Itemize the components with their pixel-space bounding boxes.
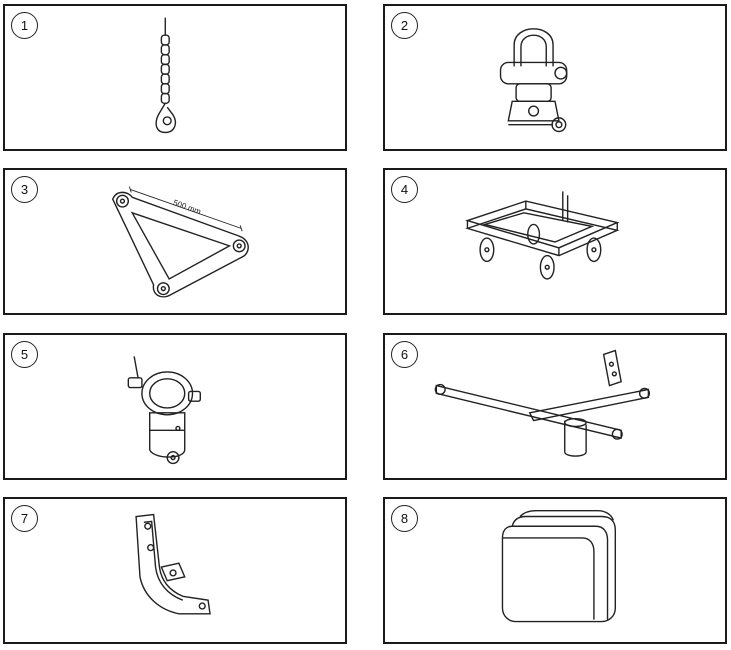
item-number-badge: 5 bbox=[11, 341, 38, 368]
item-panel-6: 6 bbox=[383, 333, 727, 480]
item-panel-8: 8 bbox=[383, 497, 727, 644]
chain-hook-icon bbox=[5, 6, 345, 149]
tripod-stand-adapter-icon bbox=[385, 335, 725, 478]
item-number-badge: 2 bbox=[391, 12, 418, 39]
rain-cover-icon bbox=[385, 499, 725, 642]
item-number-badge: 8 bbox=[391, 505, 418, 532]
item-number-badge: 4 bbox=[391, 176, 418, 203]
item-panel-7: 7 bbox=[3, 497, 347, 644]
pipe-clamp-icon bbox=[5, 335, 345, 478]
shackle-icon bbox=[385, 6, 725, 149]
item-panel-3: 3 500 mm bbox=[3, 168, 347, 315]
triangle-bracket-icon bbox=[5, 170, 345, 313]
item-number-badge: 6 bbox=[391, 341, 418, 368]
caster-dolly-icon bbox=[385, 170, 725, 313]
item-number-badge: 3 bbox=[11, 176, 38, 203]
angled-bracket-icon bbox=[5, 499, 345, 642]
item-number-badge: 7 bbox=[11, 505, 38, 532]
item-panel-1: 1 bbox=[3, 4, 347, 151]
item-panel-2: 2 bbox=[383, 4, 727, 151]
item-number-badge: 1 bbox=[11, 12, 38, 39]
item-panel-4: 4 bbox=[383, 168, 727, 315]
item-panel-5: 5 bbox=[3, 333, 347, 480]
